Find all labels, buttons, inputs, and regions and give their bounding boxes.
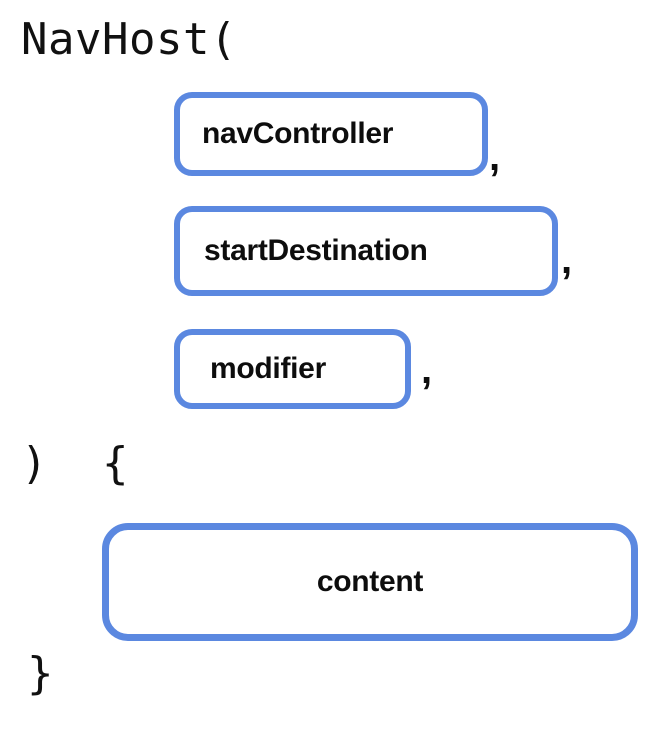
param-box-navcontroller[interactable]: navController bbox=[174, 92, 488, 176]
param-label-content: content bbox=[316, 565, 424, 598]
param-label-startdestination: startDestination bbox=[204, 234, 428, 267]
body-close-brace-text: } bbox=[27, 648, 54, 699]
comma-after-modifier: , bbox=[421, 348, 433, 392]
param-label-modifier: modifier bbox=[210, 352, 326, 385]
body-open-brace-text: ) { bbox=[21, 438, 129, 489]
param-box-content[interactable]: content bbox=[102, 523, 638, 641]
param-label-navcontroller: navController bbox=[202, 117, 394, 150]
param-box-modifier[interactable]: modifier bbox=[174, 329, 411, 409]
param-box-startdestination[interactable]: startDestination bbox=[174, 206, 558, 296]
comma-after-navcontroller: , bbox=[489, 135, 501, 179]
comma-after-startdestination: , bbox=[561, 238, 573, 282]
navhost-signature-text: NavHost( bbox=[21, 14, 237, 65]
